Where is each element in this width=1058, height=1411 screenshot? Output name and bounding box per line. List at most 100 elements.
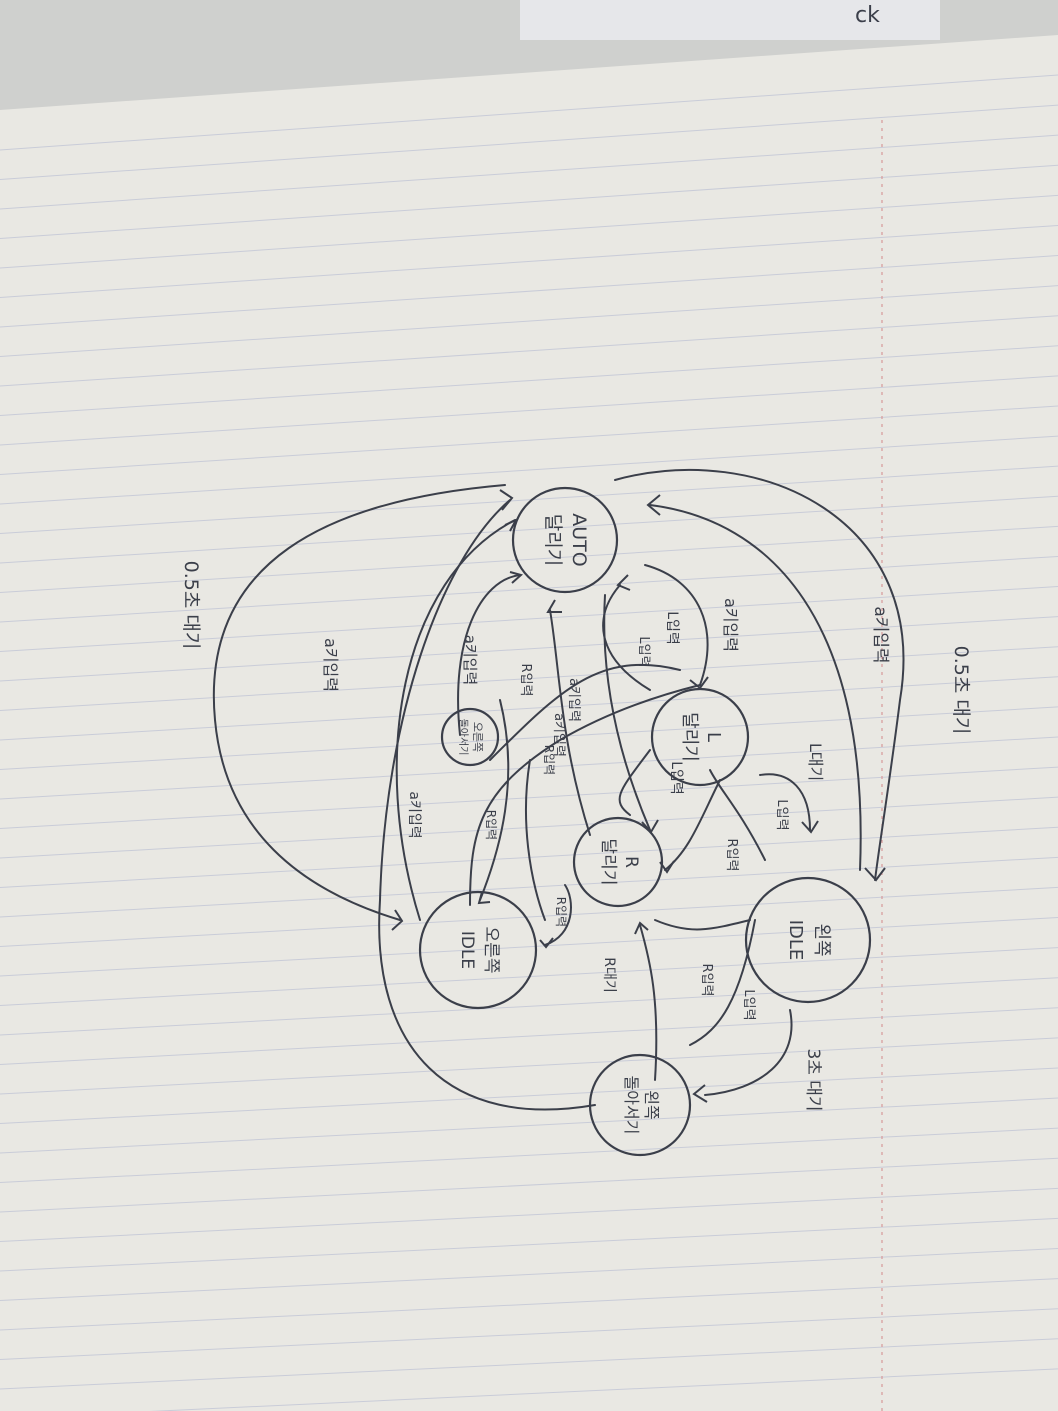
edge-left-idle-to-left-turn-2 (689, 919, 756, 1046)
node-label-line: 오른쪽 (471, 722, 484, 752)
edge-auto-to-l-run (644, 564, 709, 686)
node-label-r-run: R 달리기 (598, 839, 641, 886)
edge-label: a키입력 (461, 635, 479, 686)
edge-left-idle-to-left-turn (704, 1009, 793, 1096)
arrowhead (864, 867, 886, 882)
edge-auto-to-r-run (603, 594, 651, 831)
edge-label: R대기 (601, 957, 617, 993)
edge-left-idle-to-auto (649, 504, 862, 871)
node-r-run (572, 816, 664, 908)
node-label-auto-run: AUTO 달리기 (542, 513, 590, 566)
node-label-right-turn: 오른쪽 돌아서기 (457, 719, 484, 756)
keyboard-edge (520, 0, 940, 40)
ruled-line (0, 856, 1058, 918)
edge-label: a키입력 (551, 713, 566, 757)
edge-label: R입력 (518, 664, 533, 697)
ruled-line (0, 616, 1058, 682)
node-label-line: 돌아서기 (457, 719, 469, 756)
edge-label: 3초 대기 (803, 1048, 823, 1111)
node-labels: AUTO 달리기 L 달리기 R 달리기 왼쪽 IDLE 오른쪽 IDLE 왼쪽… (457, 513, 832, 1134)
arrowhead (634, 921, 649, 935)
edge-label: L입력 (668, 761, 684, 795)
state-nodes (418, 486, 872, 1157)
ruled-line (0, 1097, 1058, 1154)
edge-label: 0.5초 대기 (950, 646, 972, 735)
edge-label: a키입력 (566, 678, 581, 722)
node-label-line: 달리기 (598, 839, 618, 886)
edge-lines (212, 468, 905, 1111)
node-left-turn (588, 1053, 692, 1157)
ruled-line (0, 1217, 1058, 1272)
ruled-line (0, 224, 1058, 298)
ruled-line (0, 74, 1058, 151)
edge-right-turn-to-auto (457, 574, 521, 736)
node-auto-run (511, 486, 619, 594)
edge-right-idle-to-right-turn (525, 759, 546, 921)
ruled-line (0, 465, 1058, 534)
ruled-line (0, 495, 1058, 564)
ruled-line (0, 1338, 1058, 1390)
ruled-line (0, 586, 1058, 652)
ruled-line (0, 134, 1058, 210)
edge-r-run-to-right-idle (544, 884, 572, 946)
node-label-line: L (703, 732, 724, 742)
ruled-line (0, 1278, 1058, 1331)
edge-label: L입력 (664, 611, 680, 645)
edge-label: a키입력 (721, 598, 740, 652)
arrowhead (477, 891, 491, 905)
node-label-left-idle: 왼쪽 IDLE (785, 920, 832, 961)
node-label-line: IDLE (457, 931, 477, 969)
edge-left-idle-to-l-run (709, 769, 766, 861)
edge-left-turn-to-auto (378, 499, 596, 1111)
node-label-line: AUTO (568, 513, 590, 566)
node-label-line: 달리기 (542, 514, 564, 566)
node-right-idle (418, 890, 538, 1010)
node-left-idle (744, 876, 872, 1004)
ruled-line (0, 1067, 1058, 1124)
ruled-line (0, 977, 1058, 1036)
ruled-line (0, 315, 1058, 387)
arrowhead (391, 909, 404, 931)
edge-label: a키입력 (406, 791, 422, 838)
ruled-line (0, 435, 1058, 505)
node-label-line: 왼쪽 (811, 923, 832, 956)
node-label-l-run: L 달리기 (679, 712, 724, 762)
edge-label: R입력 (542, 745, 556, 775)
edge-left-turn-to-r-run (639, 924, 658, 1081)
edge-label: R입력 (724, 839, 739, 872)
ruled-line (0, 1187, 1058, 1242)
arrowhead (646, 494, 661, 516)
node-right-turn (440, 707, 500, 767)
edge-right-idle-to-auto (395, 519, 516, 921)
ruled-line (0, 706, 1058, 770)
node-label-line: 돌아서기 (622, 1076, 641, 1135)
ruled-line (0, 1037, 1058, 1095)
ruled-line (0, 104, 1058, 180)
edge-label: L입력 (774, 799, 789, 830)
node-l-run (650, 687, 750, 787)
ruled-line (0, 375, 1058, 446)
arrowhead (801, 820, 819, 834)
background-label: ck (855, 3, 880, 28)
edge-r-run-to-l-run (618, 749, 651, 816)
edge-right-turn-to-l-run (489, 663, 681, 761)
arrowhead (509, 571, 524, 584)
edge-r-run-to-auto (549, 609, 591, 836)
edge-right-turn-to-right-idle (479, 699, 510, 901)
node-label-line: IDLE (785, 920, 806, 961)
ruled-line (0, 555, 1058, 623)
arrowhead (692, 1084, 708, 1103)
edge-label: R입력 (699, 964, 714, 997)
node-label-line: 오른쪽 (481, 927, 501, 974)
edge-label: L입력 (741, 989, 756, 1020)
edge-label: R입력 (484, 810, 498, 840)
edge-r-run-to-left-idle (654, 919, 751, 931)
arrowhead (539, 937, 554, 949)
arrowhead (546, 599, 562, 613)
node-label-right-idle: 오른쪽 IDLE (457, 927, 501, 974)
edge-label: L입력 (636, 636, 651, 667)
edge-label: L대기 (806, 743, 825, 781)
ruled-line (0, 255, 1058, 328)
node-label-line: 왼쪽 (642, 1090, 661, 1119)
